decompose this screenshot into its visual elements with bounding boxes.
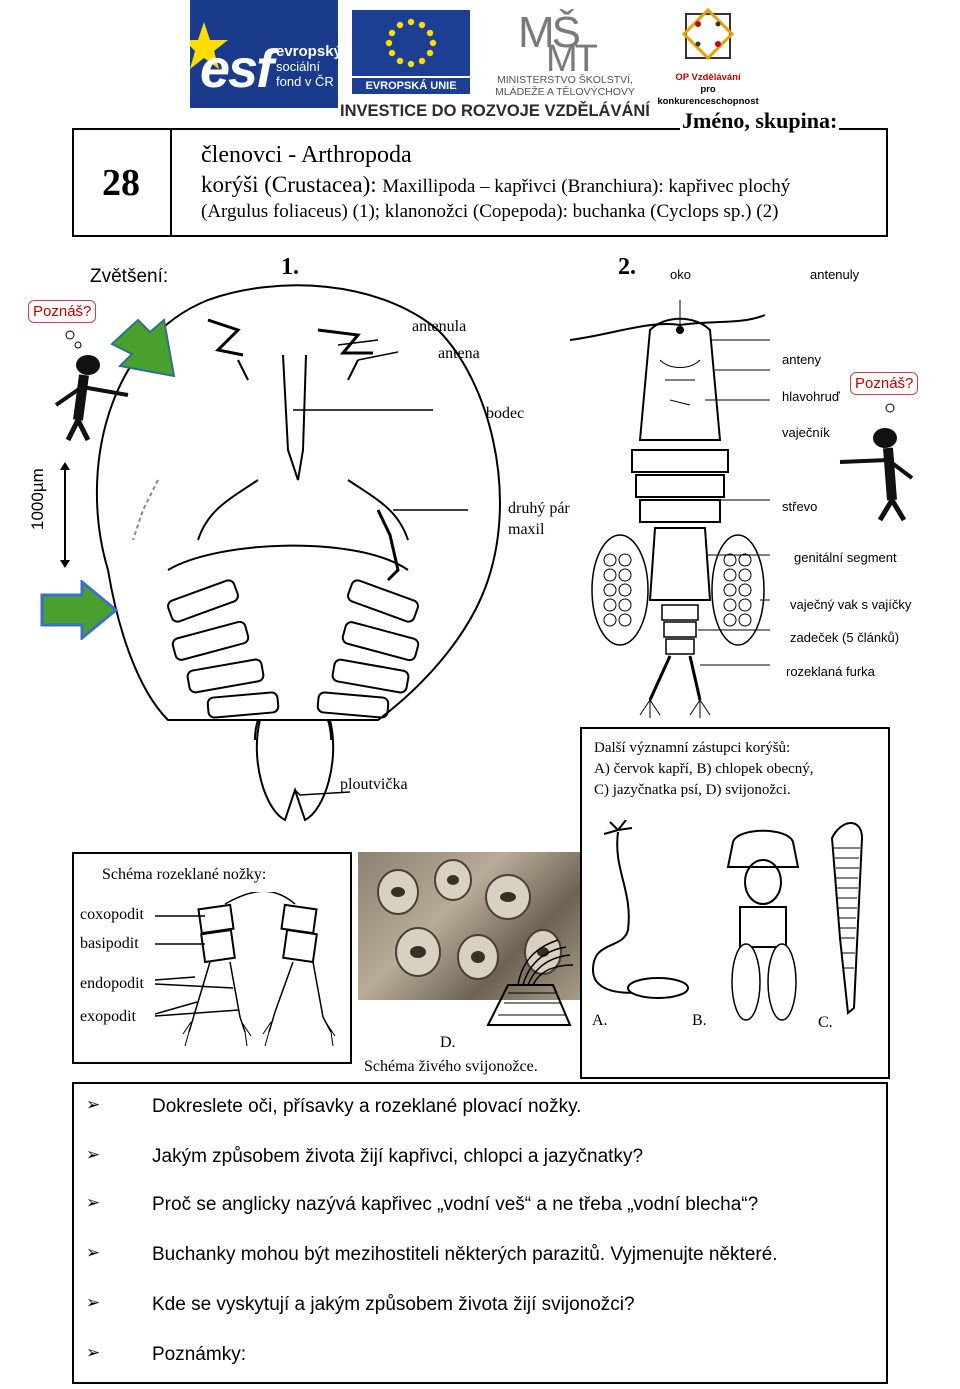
label-genitalni-segment: genitální segment (794, 550, 897, 565)
label-furka: rozeklaná furka (786, 664, 875, 679)
logo-bar: esf evropský sociální fond v ČR EVROPSKÁ… (190, 0, 780, 130)
esf-text-line: evropský (276, 43, 342, 60)
nozka-title: Schéma rozeklané nožky: (102, 866, 267, 883)
esf-text: evropský sociální fond v ČR (276, 44, 342, 89)
label-d: D. (440, 1034, 456, 1051)
question-text: Jakým způsobem života žijí kapřivci, chl… (152, 1146, 644, 1167)
label-schema-svijonozce: Schéma živého svijonožce. (364, 1058, 538, 1075)
msmt-mark-icon-2: MT (546, 38, 598, 80)
lernaea-drawing (591, 820, 689, 999)
barnacle-schema-drawing (486, 939, 574, 1026)
arrow-bullet-icon: ➢ (86, 1343, 101, 1363)
zastupci-line: Další významní zástupci korýšů: (594, 740, 791, 756)
label-strevo: střevo (782, 499, 818, 514)
label-antenuly: antenuly (810, 267, 860, 282)
op-text: OP Vzdělávání pro konkurenceschopnost (652, 72, 764, 108)
zastupci-box (580, 727, 890, 1079)
arrow-bullet-icon: ➢ (86, 1243, 101, 1263)
label-c: C. (818, 1014, 833, 1031)
op-text-line: OP Vzdělávání (675, 72, 741, 83)
esf-text-line: fond v ČR (276, 74, 334, 89)
question-text: Kde se vyskytují a jakým způsobem života… (152, 1294, 635, 1315)
label-hlavohrud: hlavohruď (782, 389, 840, 404)
msmt-text-line: MLÁDEŽE A TĚLOVÝCHOVY (495, 86, 635, 98)
arrow-icon (40, 580, 119, 640)
eu-logo: EVROPSKÁ UNIE (352, 10, 470, 94)
label-vajecny-vak: vaječný vak s vajíčky (790, 597, 912, 612)
scale-bar (60, 462, 70, 568)
nozka-box (72, 852, 352, 1064)
label-vajecnik: vaječník (782, 425, 830, 440)
linguatula-drawing (830, 822, 864, 1015)
title-crustacea: korýši (Crustacea): (201, 172, 383, 197)
label-ploutvicka: ploutvička (340, 776, 408, 793)
figure-2-label: 2. (618, 254, 636, 280)
biramous-leg-drawing (155, 892, 336, 1047)
arrow-bullet-icon: ➢ (86, 1293, 101, 1313)
eu-flag-icon (352, 10, 470, 76)
op-logo-icon (681, 7, 735, 61)
scale-label: 1000µm (28, 468, 47, 530)
stick-figure-icon (54, 330, 129, 442)
label-druhy-par: druhý pár (508, 500, 570, 517)
esf-flag-icon (190, 22, 228, 69)
stick-figure-icon (839, 403, 914, 522)
esf-logo: esf evropský sociální fond v ČR (190, 0, 342, 108)
op-text-line: pro konkurenceschopnost (657, 84, 759, 107)
esf-wordmark: esf (200, 39, 274, 99)
label-antenula: antenula (412, 318, 467, 335)
zvetseni-label: Zvětšení: (90, 266, 169, 287)
questions-box: ➢ Dokreslete oči, přísavky a rozeklané p… (72, 1082, 888, 1384)
poznas-bubble-right: Poznáš? (850, 372, 919, 395)
question-text: Dokreslete oči, přísavky a rozeklané plo… (152, 1096, 582, 1117)
header-box (72, 128, 888, 237)
label-zadecek: zadeček (5 článků) (790, 630, 900, 645)
label-antena: antena (438, 345, 480, 362)
arrow-bullet-icon: ➢ (86, 1095, 101, 1115)
label-bodec: bodec (486, 405, 525, 422)
label-a: A. (592, 1012, 608, 1029)
label-exopodit: exopodit (80, 1008, 136, 1025)
label-endopodit: endopodit (80, 975, 144, 992)
title-maxillipoda: Maxillipoda – kapřivci (Branchiura): kap… (382, 176, 791, 197)
cyclops-drawing (570, 300, 770, 718)
question-text: Proč se anglicky nazývá kapřivec „vodní … (152, 1194, 759, 1215)
arrow-bullet-icon: ➢ (86, 1193, 101, 1213)
eu-text: EVROPSKÁ UNIE (352, 78, 470, 94)
label-b: B. (692, 1012, 707, 1029)
arrow-bullet-icon: ➢ (86, 1145, 101, 1165)
label-maxil: maxil (508, 521, 545, 538)
notes-label: Poznámky: (152, 1344, 246, 1365)
branchipus-drawing (726, 829, 800, 1021)
label-coxopodit: coxopodit (80, 906, 144, 923)
label-anteny: anteny (782, 352, 822, 367)
title-line-3: (Argulus foliaceus) (1); klanonožci (Cop… (201, 201, 779, 222)
zastupci-text: Další významní zástupci korýšů: A) červo… (594, 738, 814, 801)
figure-1-label: 1. (281, 254, 299, 280)
op-logo: OP Vzdělávání pro konkurenceschopnost (652, 6, 764, 107)
esf-text-line: sociální (276, 59, 321, 74)
investice-text: INVESTICE DO ROZVOJE VZDĚLÁVÁNÍ (340, 102, 650, 120)
barnacle-photo-texture (377, 859, 562, 980)
label-basipodit: basipodit (80, 935, 139, 952)
label-oko: oko (670, 267, 691, 282)
poznas-bubble-left: Poznáš? (28, 300, 97, 323)
zastupci-line: A) červok kapří, B) chlopek obecný, (594, 761, 814, 777)
question-text: Buchanky mohou být mezihostiteli některý… (152, 1244, 778, 1265)
argulus-tail (255, 720, 351, 822)
msmt-logo: MŠ MT MINISTERSTVO ŠKOLSTVÍ, MLÁDEŽE A T… (480, 8, 650, 98)
msmt-text: MINISTERSTVO ŠKOLSTVÍ, MLÁDEŽE A TĚLOVÝC… (480, 74, 650, 98)
title-line-2: korýši (Crustacea): Maxillipoda – kapřiv… (201, 172, 790, 198)
msmt-mark-icon: MŠ (518, 8, 581, 57)
msmt-text-line: MINISTERSTVO ŠKOLSTVÍ, (497, 74, 633, 86)
sheet-number: 28 (72, 128, 172, 237)
zastupci-line: C) jazyčnatka psí, D) svijonožci. (594, 782, 791, 798)
name-group-label: Jméno, skupina: (680, 108, 840, 134)
barnacle-photo (358, 852, 580, 1000)
title-line-1: členovci - Arthropoda (201, 142, 412, 168)
arrow-icon (110, 318, 176, 378)
